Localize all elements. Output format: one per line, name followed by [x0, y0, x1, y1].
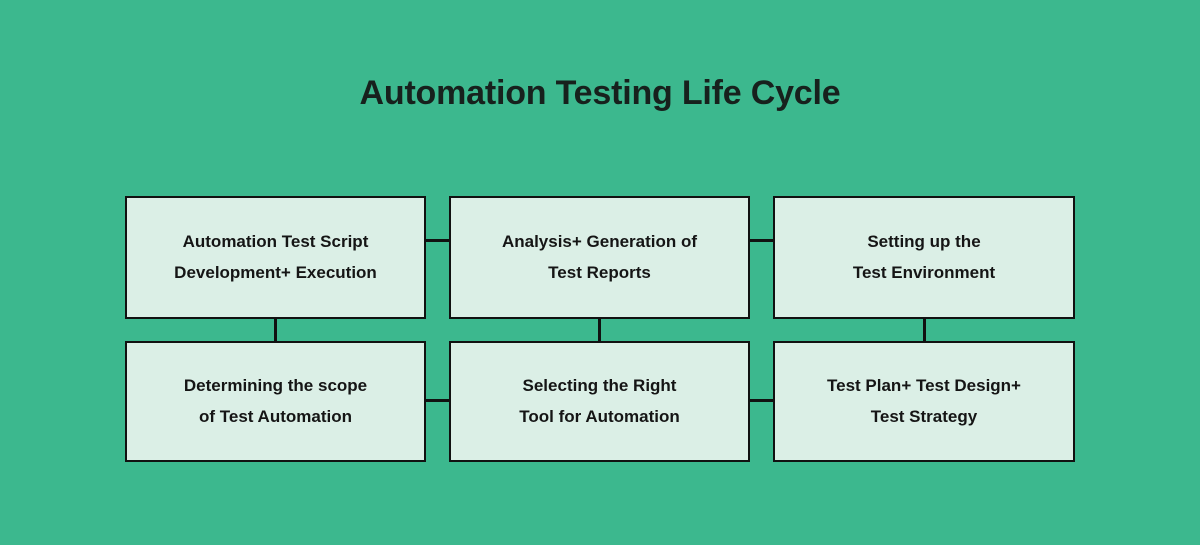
connector-box1-box2 — [424, 239, 451, 242]
connector-box4-box5 — [424, 399, 451, 402]
node-analysis-generation-of-test-reports[interactable]: Analysis+ Generation of Test Reports — [449, 196, 750, 319]
node-label: Selecting the Right Tool for Automation — [519, 375, 680, 426]
connector-box2-box3 — [748, 239, 775, 242]
node-automation-test-script[interactable]: Automation Test Script Development+ Exec… — [125, 196, 426, 319]
node-label: Determining the scope of Test Automation — [183, 375, 368, 426]
node-setting-up-test-environment[interactable]: Setting up the Test Environment — [773, 196, 1075, 319]
page-title: Automation Testing Life Cycle — [359, 74, 841, 112]
connector-box5-box6 — [748, 399, 775, 402]
node-label: Setting up the Test Environment — [852, 231, 996, 282]
node-selecting-right-tool[interactable]: Selecting the Right Tool for Automation — [449, 341, 750, 462]
node-label: Test Plan+ Test Design+ Test Strategy — [827, 375, 1021, 426]
connector-box2-box5 — [598, 317, 601, 343]
node-label: Analysis+ Generation of Test Reports — [501, 231, 698, 282]
node-label: Automation Test Script Development+ Exec… — [174, 231, 377, 282]
connector-box1-box4 — [274, 317, 277, 343]
node-determining-scope-of-test-automation[interactable]: Determining the scope of Test Automation — [125, 341, 426, 462]
node-test-plan-design-strategy[interactable]: Test Plan+ Test Design+ Test Strategy — [773, 341, 1075, 462]
connector-box3-box6 — [923, 317, 926, 343]
